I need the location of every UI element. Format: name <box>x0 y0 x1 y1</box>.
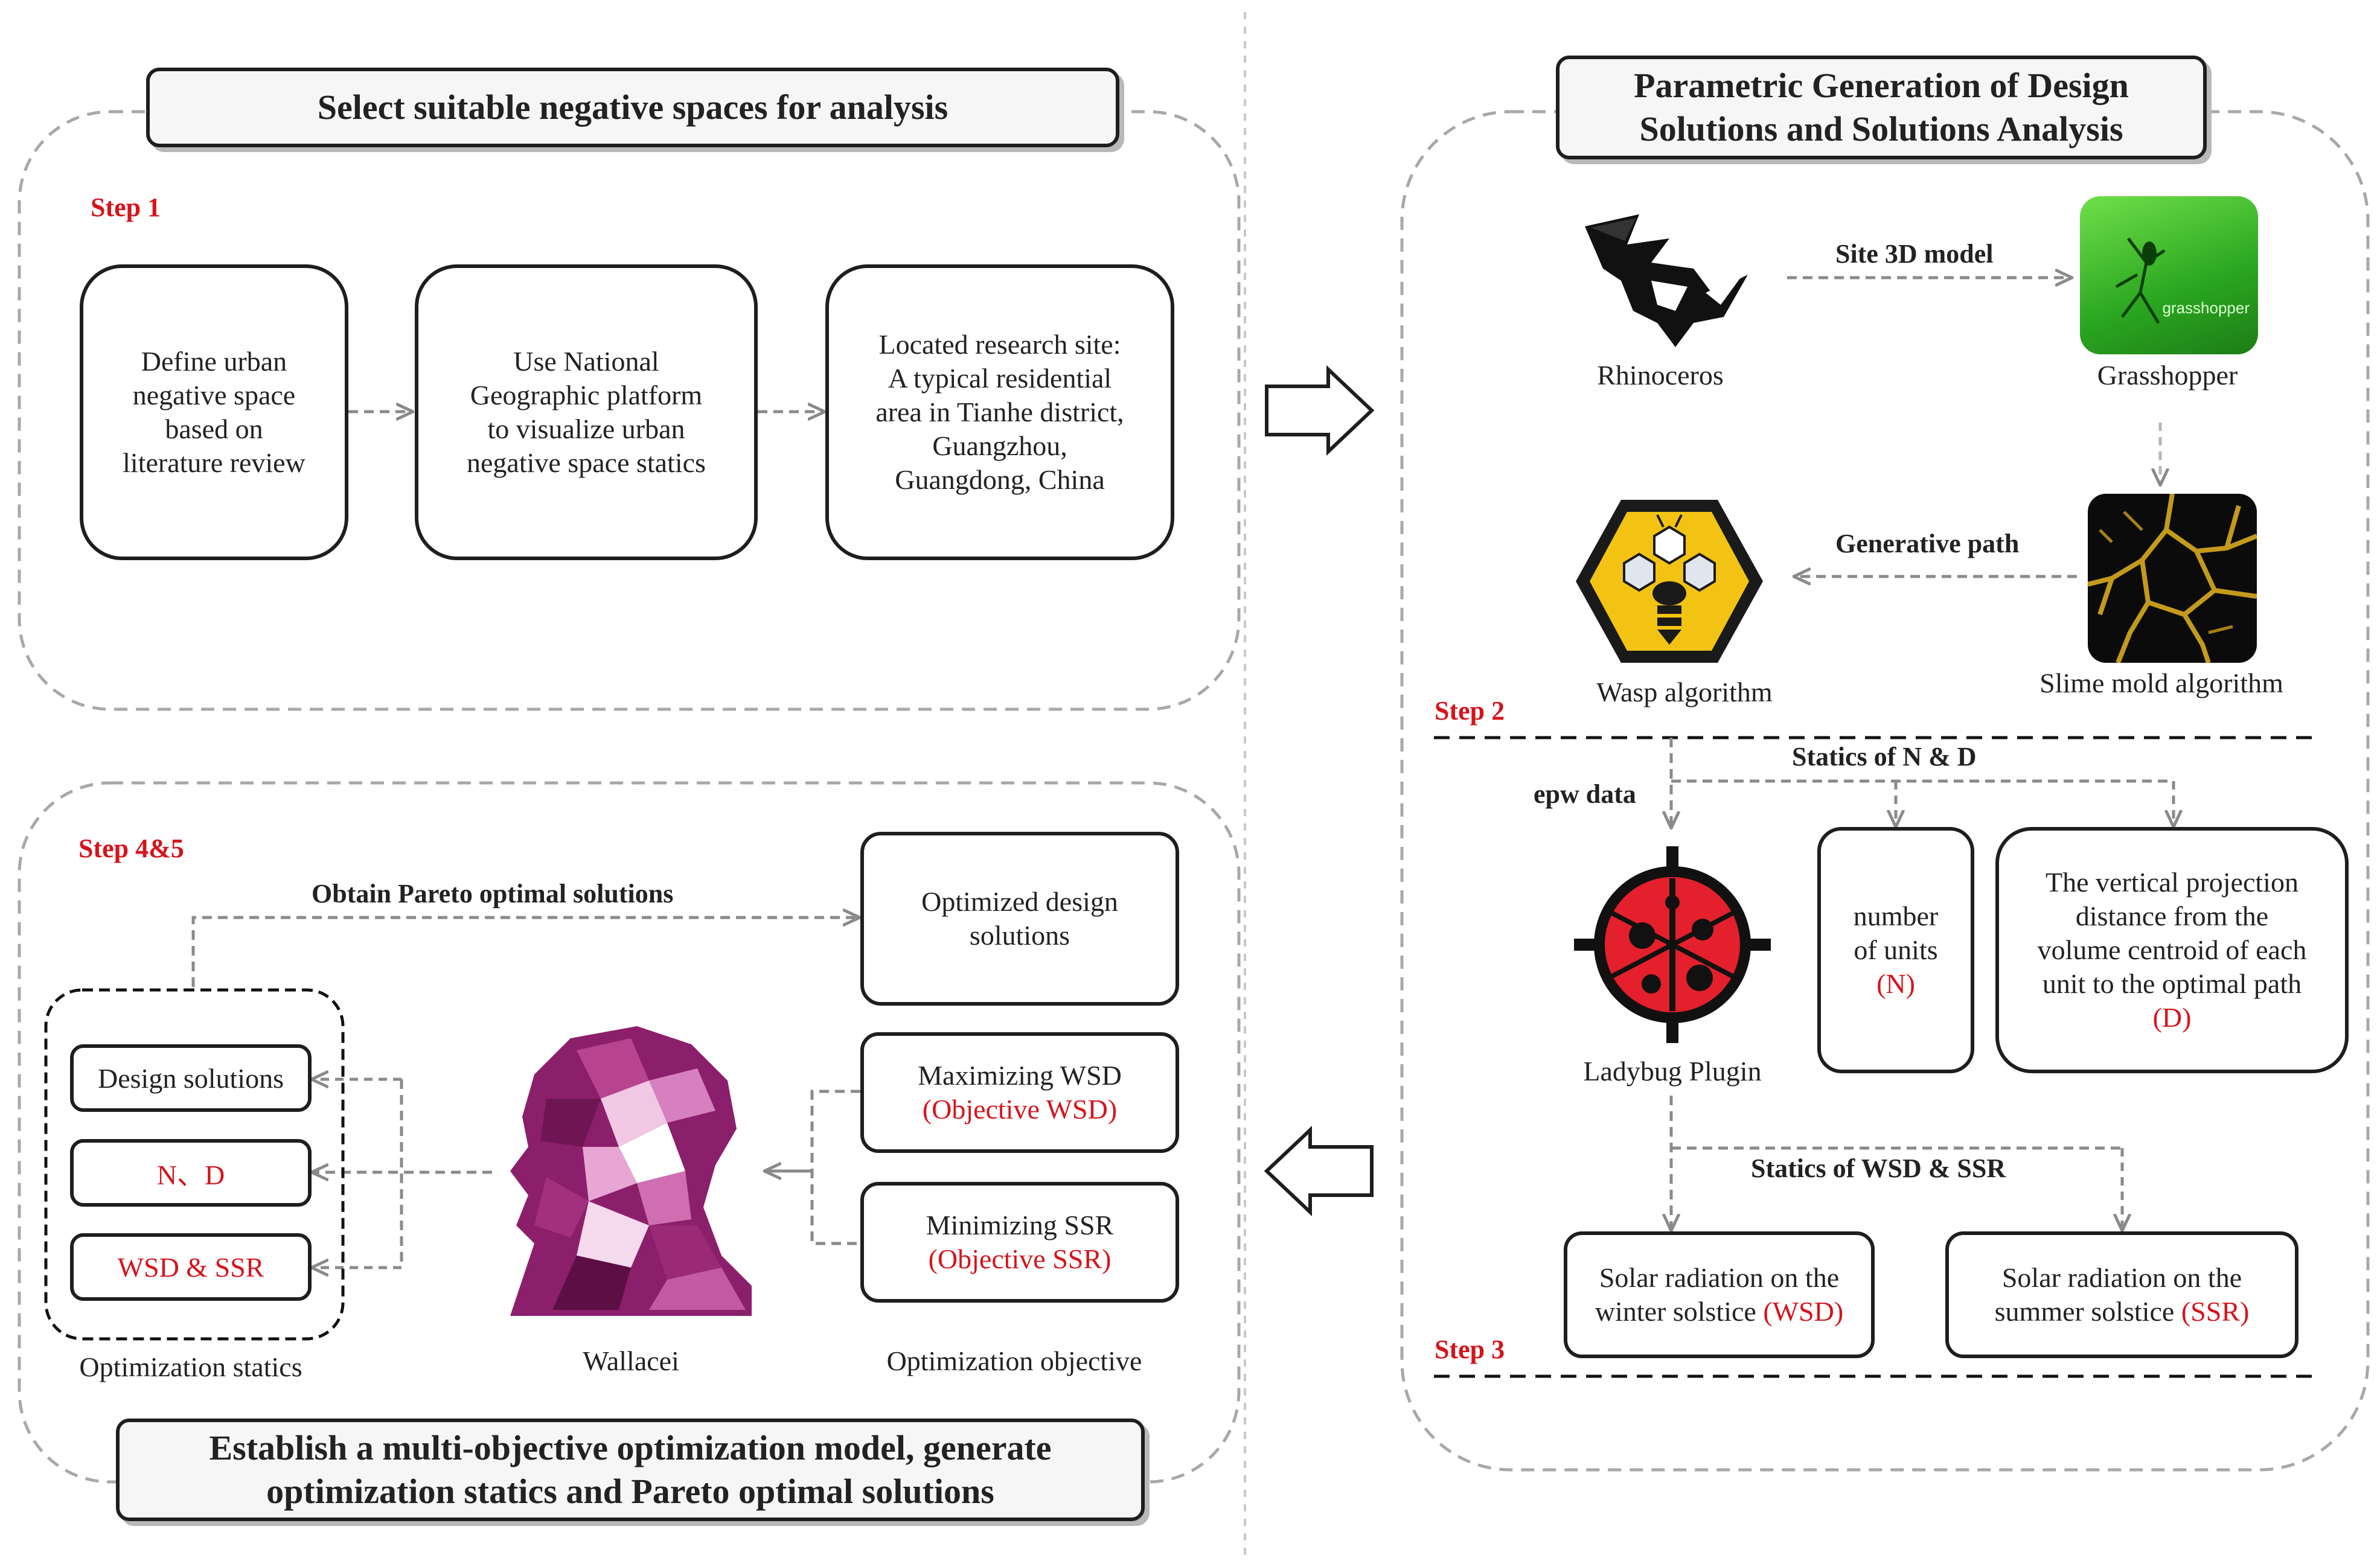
box-text-red: WSD & SSR <box>117 1251 264 1283</box>
grasshopper-logo-text: grasshopper <box>2162 299 2250 317</box>
panel-title-text: Select suitable negative spaces for anal… <box>317 87 948 127</box>
wsd-box: Solar radiation on the winter solstice (… <box>1564 1231 1875 1358</box>
grasshopper-figure-icon <box>2115 237 2166 324</box>
design-solutions-box: Design solutions <box>70 1044 312 1112</box>
slime-mold-label: Slime mold algorithm <box>2039 668 2283 698</box>
box-line: to visualize urban <box>487 413 685 444</box>
step1-box-national-geo: Use National Geographic platform to visu… <box>415 264 758 560</box>
panel-title-optimization: Establish a multi-objective optimization… <box>116 1419 1145 1521</box>
right-hollow-arrow <box>1265 365 1375 456</box>
statics-group-outline <box>44 988 345 1341</box>
n-d-box: N、D <box>70 1139 312 1207</box>
box-line: number <box>1853 900 1939 931</box>
box-line: volume centroid of each <box>2037 934 2307 965</box>
statics-n-d-label: Statics of N & D <box>1792 742 1977 771</box>
step1-box-define: Define urban negative space based on lit… <box>80 264 348 560</box>
box-line-red: (WSD) <box>1763 1296 1844 1327</box>
box-line: Optimized design <box>921 886 1118 917</box>
box-line-red: (Objective SSR) <box>928 1243 1112 1274</box>
step1-box-research-site: Located research site: A typical residen… <box>825 264 1174 560</box>
rhinoceros-icon <box>1585 214 1748 347</box>
box-line: literature review <box>123 447 305 479</box>
box-line: Guangzhou, <box>932 430 1067 462</box>
wasp-label: Wasp algorithm <box>1596 677 1773 707</box>
box-line: of units <box>1854 934 1938 965</box>
wsd-ssr-box: WSD & SSR <box>70 1233 312 1301</box>
box-line: Solar radiation on the <box>1599 1262 1840 1293</box>
box-line: Guangdong, China <box>895 464 1105 496</box>
minimizing-ssr-box: Minimizing SSR (Objective SSR) <box>860 1182 1179 1303</box>
step2-label: Step 2 <box>1435 696 1505 726</box>
panel-title-line: Parametric Generation of Design <box>1634 65 2129 105</box>
grasshopper-icon: grasshopper <box>2080 196 2258 354</box>
left-hollow-arrow <box>1264 1126 1374 1216</box>
epw-data-label: epw data <box>1534 779 1636 809</box>
maximizing-wsd-box: Maximizing WSD (Objective WSD) <box>860 1032 1179 1153</box>
d-box: The vertical projection distance from th… <box>1995 827 2349 1073</box>
panel-title-select-spaces: Select suitable negative spaces for anal… <box>146 68 1119 147</box>
box-line: Maximizing WSD <box>918 1059 1122 1091</box>
box-line: area in Tianhe district, <box>875 396 1124 427</box>
wallacei-icon <box>510 1026 752 1316</box>
optimization-statics-label: Optimization statics <box>79 1352 302 1382</box>
box-text: Design solutions <box>98 1062 284 1094</box>
rhinoceros-label: Rhinoceros <box>1597 360 1724 391</box>
slime-mold-icon <box>2088 494 2257 663</box>
box-line: solutions <box>969 920 1070 951</box>
box-line: The vertical projection <box>2046 866 2298 898</box>
panel-title-line: optimization statics and Pareto optimal … <box>266 1472 994 1511</box>
edge-generative-path: Generative path <box>1835 529 2020 558</box>
panel-title-line: Establish a multi-objective optimization… <box>209 1428 1052 1467</box>
grasshopper-label: Grasshopper <box>2097 360 2238 391</box>
box-text-red: N、D <box>156 1160 225 1190</box>
slime-network-icon <box>2088 494 2257 663</box>
wasp-icon <box>1576 500 1763 663</box>
step3-label: Step 3 <box>1435 1335 1505 1364</box>
box-line-red: (D) <box>2152 1002 2192 1033</box>
box-line: winter solstice <box>1595 1296 1764 1327</box>
box-line: Located research site: <box>878 328 1121 360</box>
optimized-solutions-box: Optimized design solutions <box>860 832 1179 1006</box>
edge-site-3d-model: Site 3D model <box>1835 239 1994 269</box>
box-line: unit to the optimal path <box>2042 968 2302 1000</box>
box-line: Solar radiation on the <box>2001 1262 2242 1293</box>
optimization-objective-label: Optimization objective <box>886 1345 1142 1376</box>
panel-title-line: Solutions and Solutions Analysis <box>1639 109 2123 148</box>
box-line-red: (SSR) <box>2181 1296 2250 1327</box>
panel-title-parametric: Parametric Generation of Design Solution… <box>1556 56 2207 159</box>
ladybug-icon <box>1574 846 1771 1043</box>
box-line: A typical residential <box>888 362 1112 394</box>
box-line: Use National <box>513 345 659 377</box>
statics-wsd-ssr-label: Statics of WSD & SSR <box>1751 1154 2006 1183</box>
step1-label: Step 1 <box>91 193 161 222</box>
ssr-box: Solar radiation on the summer solstice (… <box>1945 1231 2298 1358</box>
box-line: negative space <box>132 379 296 410</box>
ladybug-label: Ladybug Plugin <box>1583 1056 1762 1087</box>
box-line: Define urban <box>141 345 287 377</box>
box-line: based on <box>165 413 263 444</box>
box-line-red: (Objective WSD) <box>922 1094 1118 1125</box>
wallacei-label: Wallacei <box>583 1345 679 1376</box>
edge-pareto-label: Obtain Pareto optimal solutions <box>312 879 674 908</box>
box-line: negative space statics <box>467 447 706 479</box>
n-box: number of units (N) <box>1817 827 1974 1073</box>
step45-label: Step 4&5 <box>78 834 184 863</box>
box-line: Minimizing SSR <box>926 1209 1114 1240</box>
box-line: summer solstice <box>1994 1296 2181 1327</box>
box-line: distance from the <box>2075 900 2269 931</box>
box-line: Geographic platform <box>470 379 703 410</box>
box-line-red: (N) <box>1876 968 1915 1000</box>
